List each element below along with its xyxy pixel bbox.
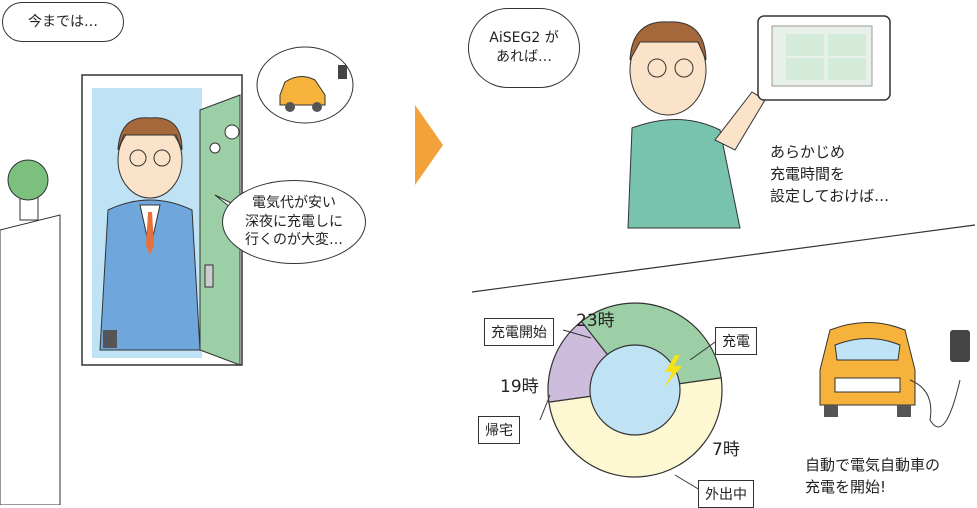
caption-before: 今までは…: [2, 2, 124, 42]
time-label-7: 7時: [712, 440, 740, 460]
result-line: 自動で電気自動車の: [805, 456, 941, 474]
caption-line: AiSEG2 が: [489, 30, 559, 47]
label-charge-start: 充電開始: [484, 318, 554, 346]
result-line: 充電を開始!: [805, 477, 887, 496]
arrow-right: [415, 105, 443, 185]
time-label-23: 23時: [576, 311, 615, 331]
thought-bubble: [209, 46, 354, 154]
caption-line: あれば…: [496, 49, 552, 65]
time-label-19: 19時: [500, 377, 539, 397]
man-pointing-illustration: [627, 15, 891, 229]
narration-line: 充電時間を: [770, 164, 846, 183]
plant-illustration: [0, 159, 61, 505]
label-home: 帰宅: [478, 416, 520, 444]
narration-line: 設定しておけば…: [770, 186, 890, 205]
label-charging: 充電: [715, 327, 757, 355]
narration: あらかじめ 充電時間を 設定しておけば…: [770, 142, 889, 207]
narration-line: あらかじめ: [770, 143, 846, 161]
caption-after: AiSEG2 が あれば…: [468, 8, 580, 88]
speech-line: 深夜に充電しに: [245, 213, 343, 230]
donut-segment: [580, 302, 722, 391]
speech-bubble: 電気代が安い 深夜に充電しに 行くのが大変…: [222, 180, 366, 264]
lightning-icon: [664, 355, 682, 388]
leader-lines: [539, 329, 719, 491]
speech-line: 行くのが大変…: [245, 232, 343, 249]
man-in-suit-illustration: [99, 117, 201, 351]
result-text: 自動で電気自動車の 充電を開始!: [805, 455, 940, 499]
car-charging-illustration: [819, 322, 970, 428]
label-out: 外出中: [698, 480, 754, 508]
speech-line: 電気代が安い: [252, 194, 336, 211]
donut-center: [589, 344, 681, 436]
